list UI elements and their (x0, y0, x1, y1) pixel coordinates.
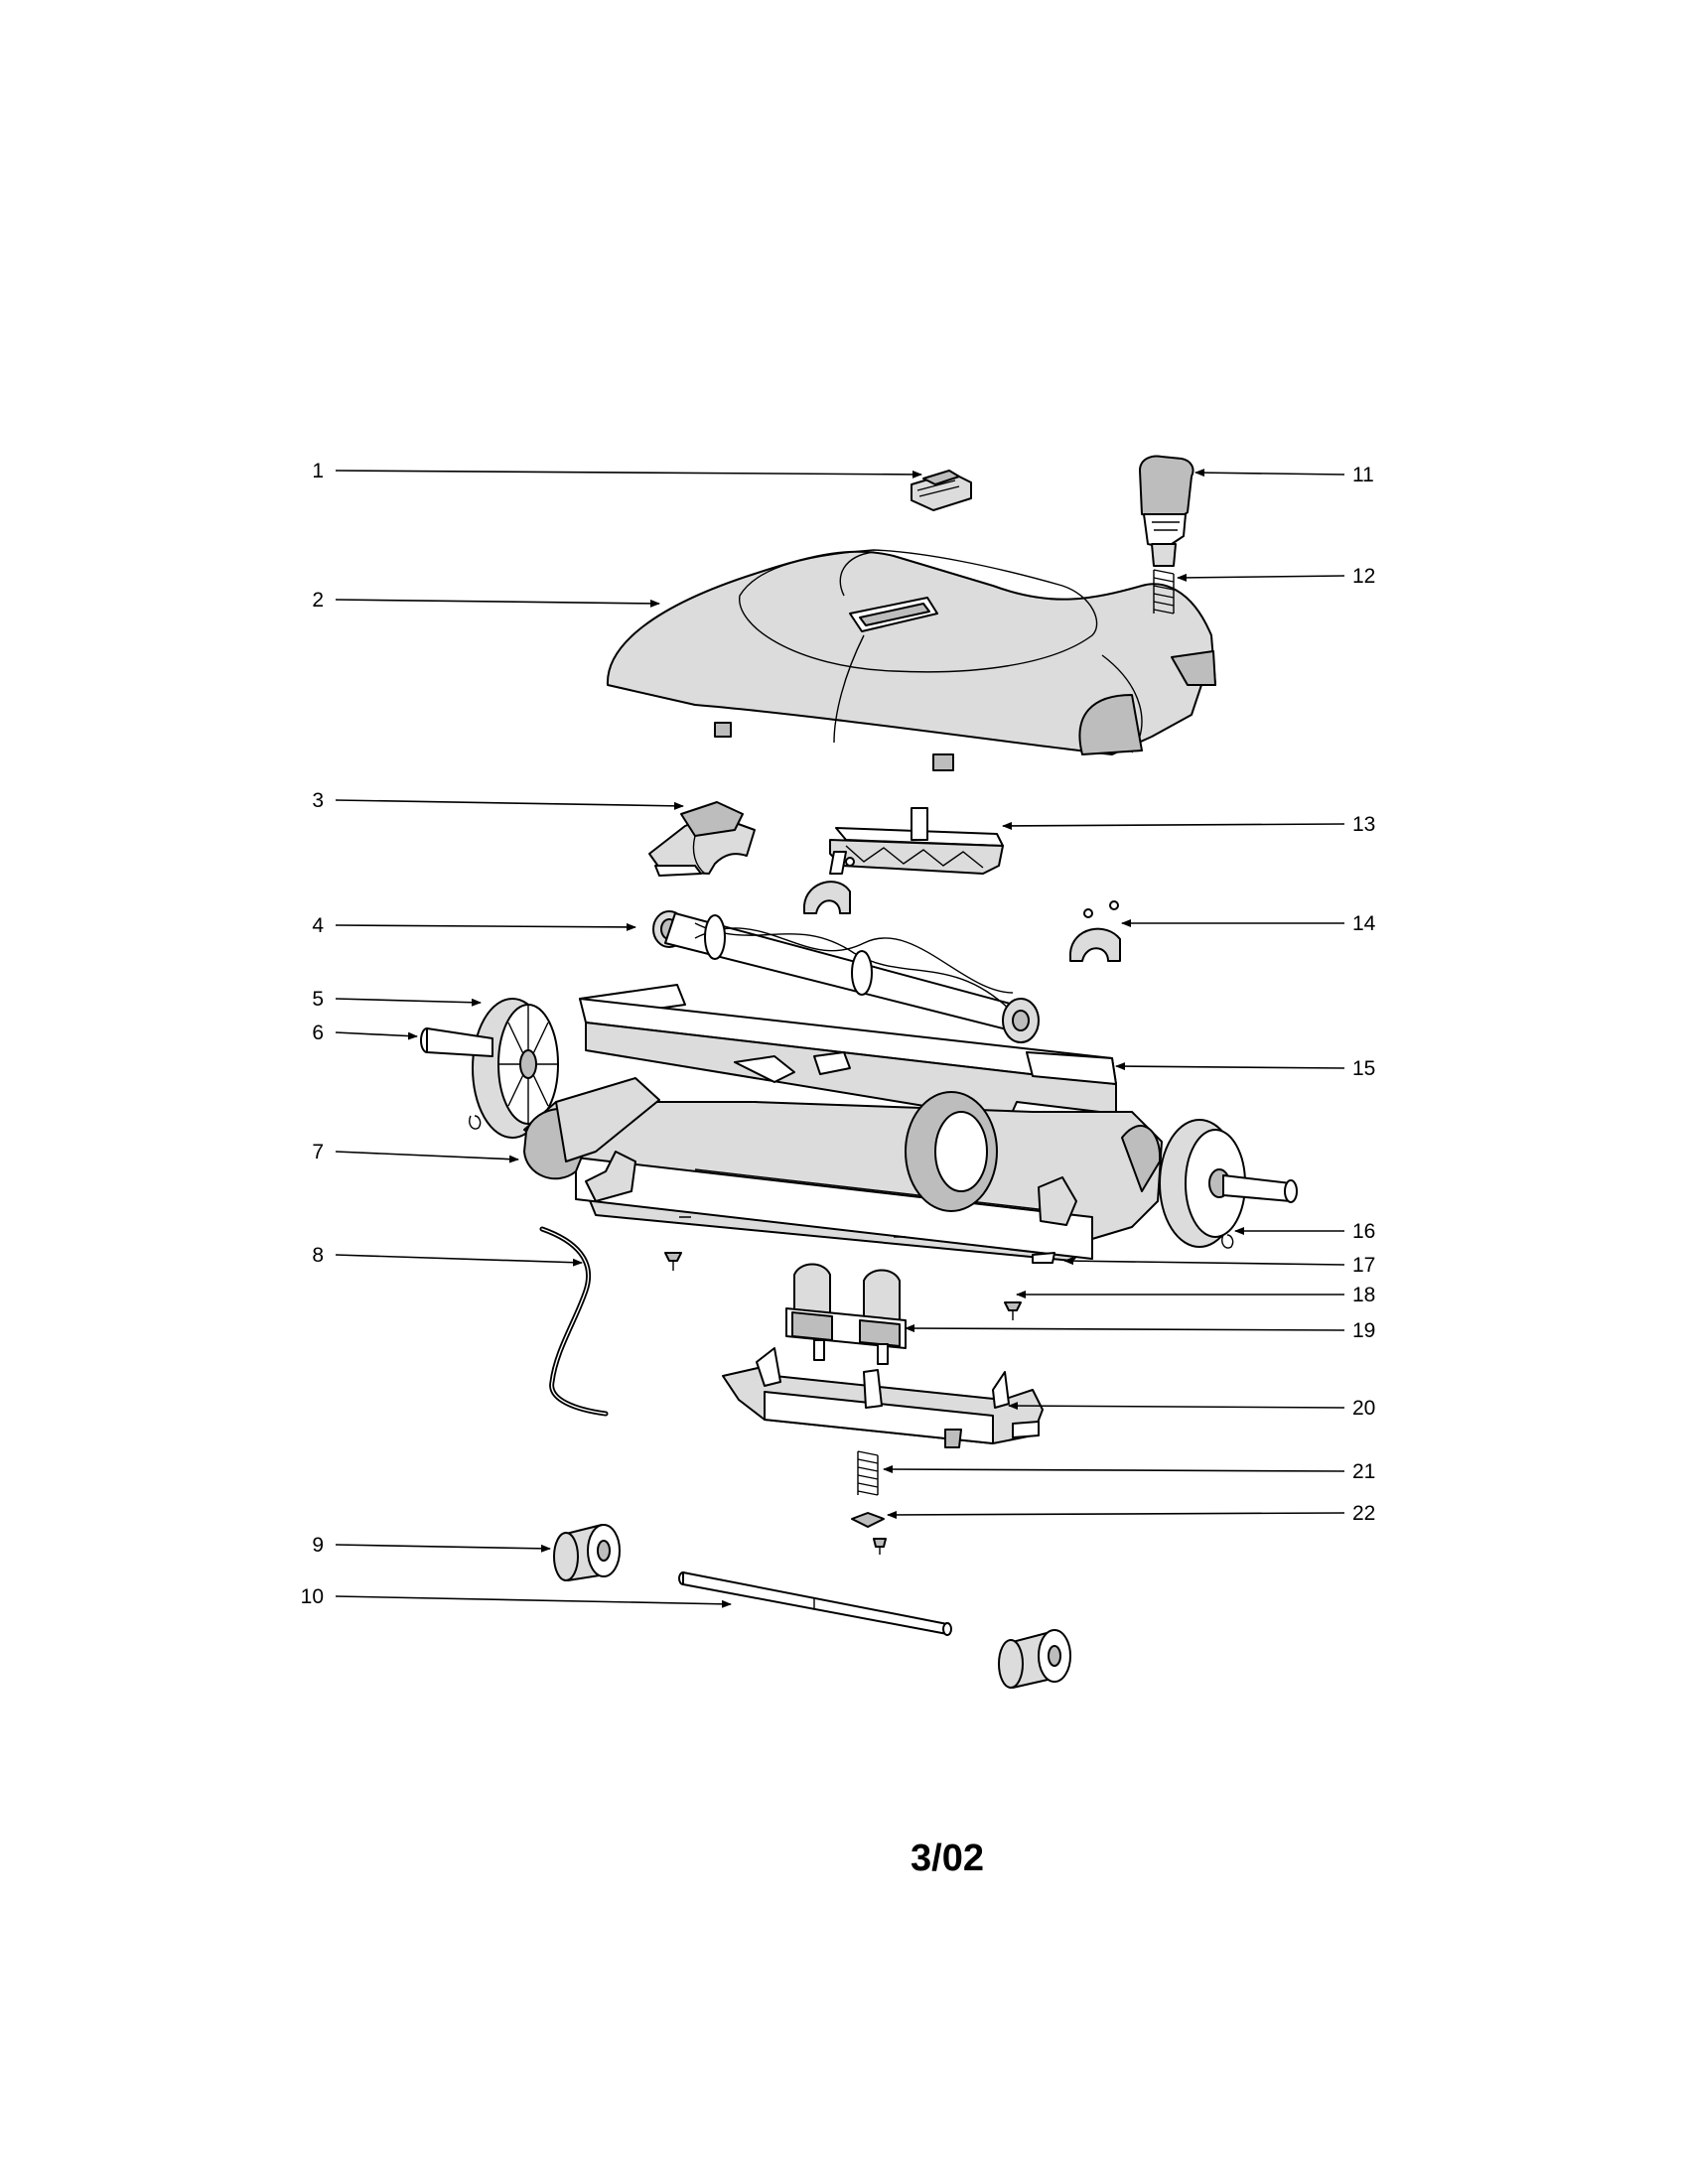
leader-13 (1002, 821, 1345, 830)
part-21-spring (857, 1450, 879, 1496)
callout-13: 13 (1352, 813, 1375, 836)
callout-20: 20 (1352, 1397, 1375, 1420)
callout-8: 8 (312, 1244, 324, 1267)
callout-3: 3 (312, 789, 324, 812)
callout-14: 14 (1352, 912, 1376, 935)
leader-7 (335, 1151, 519, 1163)
leader-lines (335, 469, 1345, 1608)
part-3-belt-cover (648, 801, 756, 877)
callout-16: 16 (1352, 1220, 1375, 1243)
callout-2: 2 (312, 589, 324, 612)
leader-10 (335, 1595, 732, 1608)
leader-19 (905, 1324, 1345, 1333)
callout-1: 1 (312, 460, 324, 482)
leader-22 (887, 1510, 1345, 1519)
leader-15 (1115, 1062, 1345, 1071)
leader-12 (1177, 573, 1345, 582)
callout-6: 6 (312, 1022, 324, 1044)
part-17-base-housing (523, 1051, 1163, 1264)
bearing-clip-left (803, 857, 855, 914)
part-10-axle-rod (678, 1571, 952, 1636)
callout-7: 7 (312, 1141, 324, 1163)
callout-22: 22 (1352, 1502, 1375, 1525)
callout-5: 5 (312, 988, 324, 1011)
date-code: 3/02 (911, 1838, 984, 1879)
part-14-bearing-clip (1069, 900, 1121, 962)
part-4-agitator (652, 910, 1040, 1043)
leader-3 (335, 799, 684, 810)
leader-21 (883, 1465, 1345, 1474)
part-2-nozzle-hood (606, 549, 1216, 771)
leader-20 (1008, 1402, 1345, 1411)
leader-5 (335, 998, 482, 1007)
callout-4: 4 (312, 914, 324, 937)
part-8-belt (539, 1226, 609, 1417)
part-7-side-housing (523, 1077, 660, 1180)
clip-left (469, 1115, 482, 1130)
part-20-carriage (722, 1347, 1044, 1448)
leader-4 (335, 922, 636, 931)
part-1-latch (911, 470, 972, 511)
leader-1 (335, 470, 922, 478)
part-6-axle-left (420, 1027, 493, 1057)
wheel-right (1121, 1119, 1298, 1248)
part-5-wheel-left (472, 998, 559, 1139)
callout-12: 12 (1352, 565, 1375, 588)
callout-11: 11 (1352, 464, 1374, 486)
leader-17 (1063, 1257, 1345, 1266)
callout-19: 19 (1352, 1319, 1375, 1342)
part-22-plate (851, 1512, 887, 1555)
part-15-base-frame (579, 984, 1117, 1121)
callout-21: 21 (1352, 1460, 1375, 1483)
screw-base-left (664, 1252, 682, 1271)
part-12-spring (1153, 569, 1175, 614)
part-19-height-bracket (785, 1263, 907, 1365)
roller-right (998, 1629, 1071, 1689)
callout-17: 17 (1352, 1254, 1375, 1277)
callout-9: 9 (312, 1534, 324, 1557)
part-13-bracket (829, 807, 1004, 875)
leader-2 (335, 599, 660, 608)
part-18-screw (1004, 1301, 1022, 1320)
callout-labels: 1 2 3 4 5 6 7 8 9 10 11 12 13 14 15 16 1… (301, 460, 1376, 1608)
part-16-clip (1221, 1234, 1234, 1249)
callout-15: 15 (1352, 1057, 1375, 1080)
leader-11 (1194, 469, 1345, 478)
callout-10: 10 (301, 1585, 324, 1608)
callout-18: 18 (1352, 1284, 1375, 1306)
leader-8 (335, 1254, 583, 1267)
part-9-roller-left (553, 1524, 621, 1581)
leader-9 (335, 1544, 551, 1553)
leader-6 (335, 1031, 418, 1040)
part-11-switch-knob (1139, 455, 1194, 567)
